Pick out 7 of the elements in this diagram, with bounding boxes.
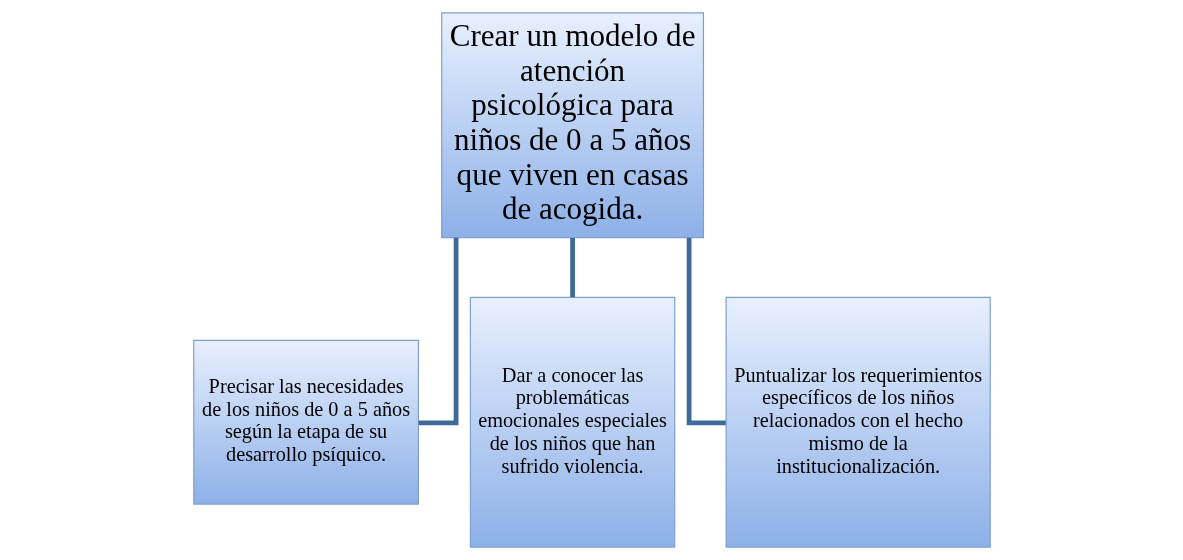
connector bbox=[569, 237, 575, 298]
node-box: Precisar las necesidades de los niños de 0 a 5 años según la etapa de su desarrollo psíquico. bbox=[192, 339, 419, 505]
node-box: Crear un modelo de atención psicológica para niños de 0 a 5 años que viven en casas de acogida. bbox=[440, 12, 704, 239]
node-box: Puntualizar los requerimientos específicos de los niños relacionados con el hecho mismo de la institucionalización. bbox=[725, 296, 991, 548]
connector bbox=[418, 237, 458, 426]
node-box: Dar a conocer las problemáticas emocionales especiales de los niños que han sufrido violencia. bbox=[469, 296, 675, 548]
connector bbox=[686, 237, 726, 426]
